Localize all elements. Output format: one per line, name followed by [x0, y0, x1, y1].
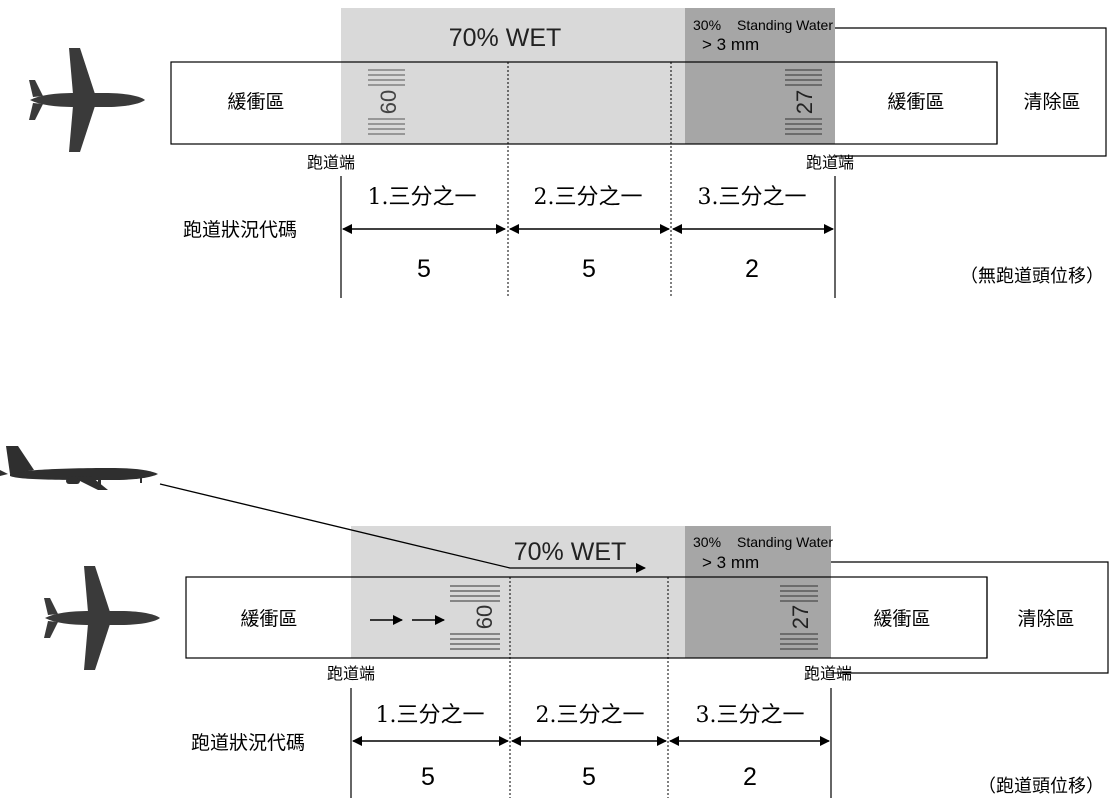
rcc-value-3: 2	[743, 763, 757, 791]
wet-zone	[351, 526, 685, 658]
buffer-zone-left: 緩衝區	[227, 91, 284, 113]
threshold-bars-left	[450, 585, 500, 650]
standing-water-pct: 30%	[693, 534, 721, 550]
wet-label: 70% WET	[449, 24, 562, 52]
runway-number-right: 27	[788, 605, 813, 629]
third-label-3: 3.三分之一	[696, 703, 805, 728]
third-label-2: 2.三分之一	[536, 703, 645, 728]
runway-number-left: 60	[376, 90, 401, 114]
standing-water-depth: > 3 mm	[702, 35, 759, 54]
third-label-3: 3.三分之一	[698, 185, 807, 210]
standing-water-pct: 30%	[693, 17, 721, 33]
airplane-side-icon	[0, 446, 158, 490]
displacement-note: （跑道頭位移）	[978, 776, 1104, 797]
diagram-no-displacement: 60 27 70% WET 30% Standing Water > 3 mm …	[29, 8, 1107, 298]
third-label-1: 1.三分之一	[376, 703, 485, 728]
runway-end-left: 跑道端	[327, 664, 375, 683]
third-label-1: 1.三分之一	[368, 185, 477, 210]
standing-water-depth: > 3 mm	[702, 553, 759, 572]
standing-water-zone	[685, 8, 835, 144]
runway-end-right: 跑道端	[804, 664, 852, 683]
wet-zone	[341, 8, 685, 144]
standing-water-label: Standing Water	[737, 17, 833, 33]
threshold-bars-left	[368, 69, 405, 135]
buffer-zone-right: 緩衝區	[887, 91, 944, 113]
rcc-value-1: 5	[421, 763, 435, 791]
standing-water-label: Standing Water	[737, 534, 833, 550]
runway-end-left: 跑道端	[307, 153, 355, 172]
airplane-top-icon	[29, 48, 145, 152]
airplane-top-icon	[44, 566, 160, 670]
approach-path	[159, 483, 646, 573]
third-label-2: 2.三分之一	[534, 185, 643, 210]
rcc-label: 跑道狀況代碼	[183, 219, 297, 241]
rcc-value-3: 2	[745, 255, 759, 283]
threshold-bars-right	[780, 585, 818, 650]
clearway-label: 清除區	[1017, 608, 1074, 630]
rcc-value-2: 5	[582, 255, 596, 283]
runway-end-right: 跑道端	[806, 153, 854, 172]
displacement-note: （無跑道頭位移）	[960, 266, 1104, 287]
diagram-displaced-threshold: 60 27 70% WET 30% Standing Water > 3 mm …	[0, 446, 1109, 798]
buffer-zone-left: 緩衝區	[240, 608, 297, 630]
threshold-bars-right	[785, 69, 822, 135]
rcc-label: 跑道狀況代碼	[191, 732, 305, 754]
runway-number-right: 27	[792, 90, 817, 114]
standing-water-zone	[685, 526, 831, 658]
clearway-box	[831, 561, 1109, 674]
clearway-box	[835, 27, 1107, 157]
rcc-value-2: 5	[582, 763, 596, 791]
clearway-label: 清除區	[1023, 91, 1080, 113]
wet-label: 70% WET	[514, 538, 627, 566]
runway-number-left: 60	[472, 605, 497, 629]
buffer-zone-right: 緩衝區	[873, 608, 930, 630]
rcc-value-1: 5	[417, 255, 431, 283]
